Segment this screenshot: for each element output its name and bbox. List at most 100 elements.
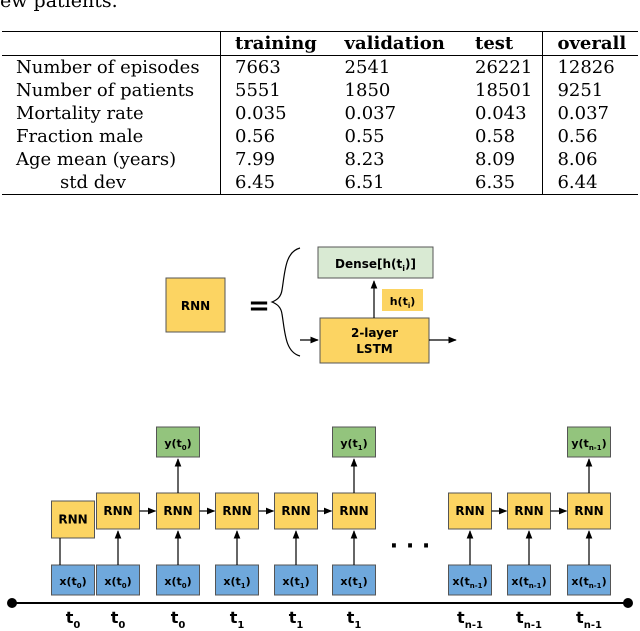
legend-rnn-box bbox=[165, 277, 226, 333]
time-label: t0 bbox=[111, 608, 126, 631]
input-box bbox=[448, 564, 492, 596]
header-overall: overall bbox=[542, 31, 638, 56]
table-row: Number of episodes 7663 2541 26221 12826 bbox=[2, 55, 638, 79]
lstm-box bbox=[319, 317, 430, 364]
input-box bbox=[215, 564, 259, 596]
time-label: tn-1 bbox=[576, 608, 602, 631]
table-row: Age mean (years) 7.99 8.23 8.09 8.06 bbox=[2, 148, 638, 171]
input-label: x(t1) bbox=[340, 575, 367, 590]
rnn-box-label: RNN bbox=[58, 513, 87, 527]
cell-overall: 0.037 bbox=[542, 102, 638, 125]
rnn-box-label: RNN bbox=[514, 504, 543, 518]
cell-test: 0.58 bbox=[475, 126, 516, 147]
time-label: t1 bbox=[230, 608, 245, 631]
dataset-statistics-table: training validation test overall Number … bbox=[2, 31, 638, 195]
table-row: Number of patients 5551 1850 18501 9251 bbox=[2, 79, 638, 102]
input-label: x(tn-1) bbox=[452, 575, 487, 590]
table-row: Mortality rate 0.035 0.037 0.043 0.037 bbox=[2, 102, 638, 125]
input-label: x(t0) bbox=[59, 575, 86, 590]
cell-overall: 12826 bbox=[542, 55, 638, 79]
output-box bbox=[156, 426, 200, 458]
cell-validation: 1850 bbox=[344, 80, 391, 101]
rnn-box-label: RNN bbox=[103, 504, 132, 518]
input-box bbox=[51, 564, 95, 596]
caption-tail: ew patients. bbox=[0, 0, 118, 12]
input-label: x(tn-1) bbox=[511, 575, 546, 590]
time-label: t0 bbox=[66, 608, 81, 631]
legend-rnn-label: RNN bbox=[181, 299, 210, 313]
table-row: Fraction male 0.56 0.55 0.58 0.56 bbox=[2, 125, 638, 148]
time-label: t1 bbox=[289, 608, 304, 631]
row-label: Age mean (years) bbox=[16, 149, 177, 170]
header-training: training bbox=[219, 31, 331, 56]
header-empty bbox=[2, 31, 221, 56]
rnn-box-label: RNN bbox=[222, 504, 251, 518]
table-row: std dev 6.45 6.51 6.35 6.44 bbox=[2, 171, 638, 195]
cell-training: 7663 bbox=[219, 55, 331, 79]
row-label: Number of episodes bbox=[16, 57, 200, 78]
input-label: x(t0) bbox=[104, 575, 131, 590]
row-label: std dev bbox=[2, 171, 221, 195]
hidden-state-label: h(ti) bbox=[390, 295, 416, 310]
output-box bbox=[567, 426, 611, 458]
cell-training: 6.45 bbox=[219, 171, 331, 195]
cell-overall: 6.44 bbox=[542, 171, 638, 195]
output-label: y(t0) bbox=[164, 437, 191, 452]
hidden-state-tag bbox=[382, 289, 423, 311]
output-box bbox=[332, 426, 376, 458]
cell-test: 26221 bbox=[475, 57, 533, 78]
cell-validation: 6.51 bbox=[330, 171, 462, 195]
input-box bbox=[156, 564, 200, 596]
rnn-box-label: RNN bbox=[163, 504, 192, 518]
cell-overall: 0.56 bbox=[542, 125, 638, 148]
input-label: x(t1) bbox=[282, 575, 309, 590]
cell-test: 6.35 bbox=[461, 171, 543, 195]
cell-training: 0.56 bbox=[219, 125, 331, 148]
dense-box bbox=[317, 246, 434, 279]
table-header-row: training validation test overall bbox=[2, 31, 638, 56]
rnn-box bbox=[507, 492, 551, 530]
input-box bbox=[274, 564, 318, 596]
unrolled-network: · · ·x(t0)t0RNNx(t0)t0RNNx(t0)t0RNNx(t1)… bbox=[7, 426, 633, 631]
rnn-box-label: RNN bbox=[339, 504, 368, 518]
cell-test: 0.043 bbox=[475, 103, 527, 124]
cell-training: 7.99 bbox=[219, 148, 331, 171]
output-label: y(tn-1) bbox=[571, 437, 606, 452]
dense-label: Dense[h(ti)] bbox=[335, 257, 416, 273]
row-label: Fraction male bbox=[16, 126, 144, 147]
input-box bbox=[332, 564, 376, 596]
timeline-start-dot bbox=[7, 598, 17, 608]
input-box bbox=[567, 564, 611, 596]
cell-overall: 9251 bbox=[542, 79, 638, 102]
lstm-label-line1: 2-layer bbox=[351, 326, 398, 340]
rnn-box-label: RNN bbox=[455, 504, 484, 518]
cell-validation: 2541 bbox=[344, 57, 391, 78]
header-validation: validation bbox=[330, 31, 462, 56]
output-label: y(t1) bbox=[340, 437, 367, 452]
rnn-box bbox=[567, 492, 611, 530]
cell-validation: 0.55 bbox=[344, 126, 385, 147]
input-label: x(tn-1) bbox=[571, 575, 606, 590]
time-label: tn-1 bbox=[457, 608, 483, 631]
cell-validation: 8.23 bbox=[344, 149, 385, 170]
rnn-box-label: RNN bbox=[281, 504, 310, 518]
cell-overall: 8.06 bbox=[542, 148, 638, 171]
time-label: t1 bbox=[347, 608, 362, 631]
time-label: t0 bbox=[171, 608, 186, 631]
cell-test: 8.09 bbox=[475, 149, 516, 170]
row-label: Number of patients bbox=[16, 80, 195, 101]
input-label: x(t1) bbox=[223, 575, 250, 590]
cell-test: 18501 bbox=[475, 80, 533, 101]
input-box bbox=[96, 564, 140, 596]
input-label: x(t0) bbox=[164, 575, 191, 590]
cell-training: 5551 bbox=[219, 79, 331, 102]
time-label: tn-1 bbox=[516, 608, 542, 631]
row-label: Mortality rate bbox=[16, 103, 144, 124]
header-test: test bbox=[461, 31, 543, 56]
lstm-label-line2: LSTM bbox=[356, 342, 392, 356]
timeline-end-dot bbox=[623, 598, 633, 608]
rnn-box-label: RNN bbox=[574, 504, 603, 518]
input-box bbox=[507, 564, 551, 596]
curly-brace bbox=[270, 247, 301, 357]
